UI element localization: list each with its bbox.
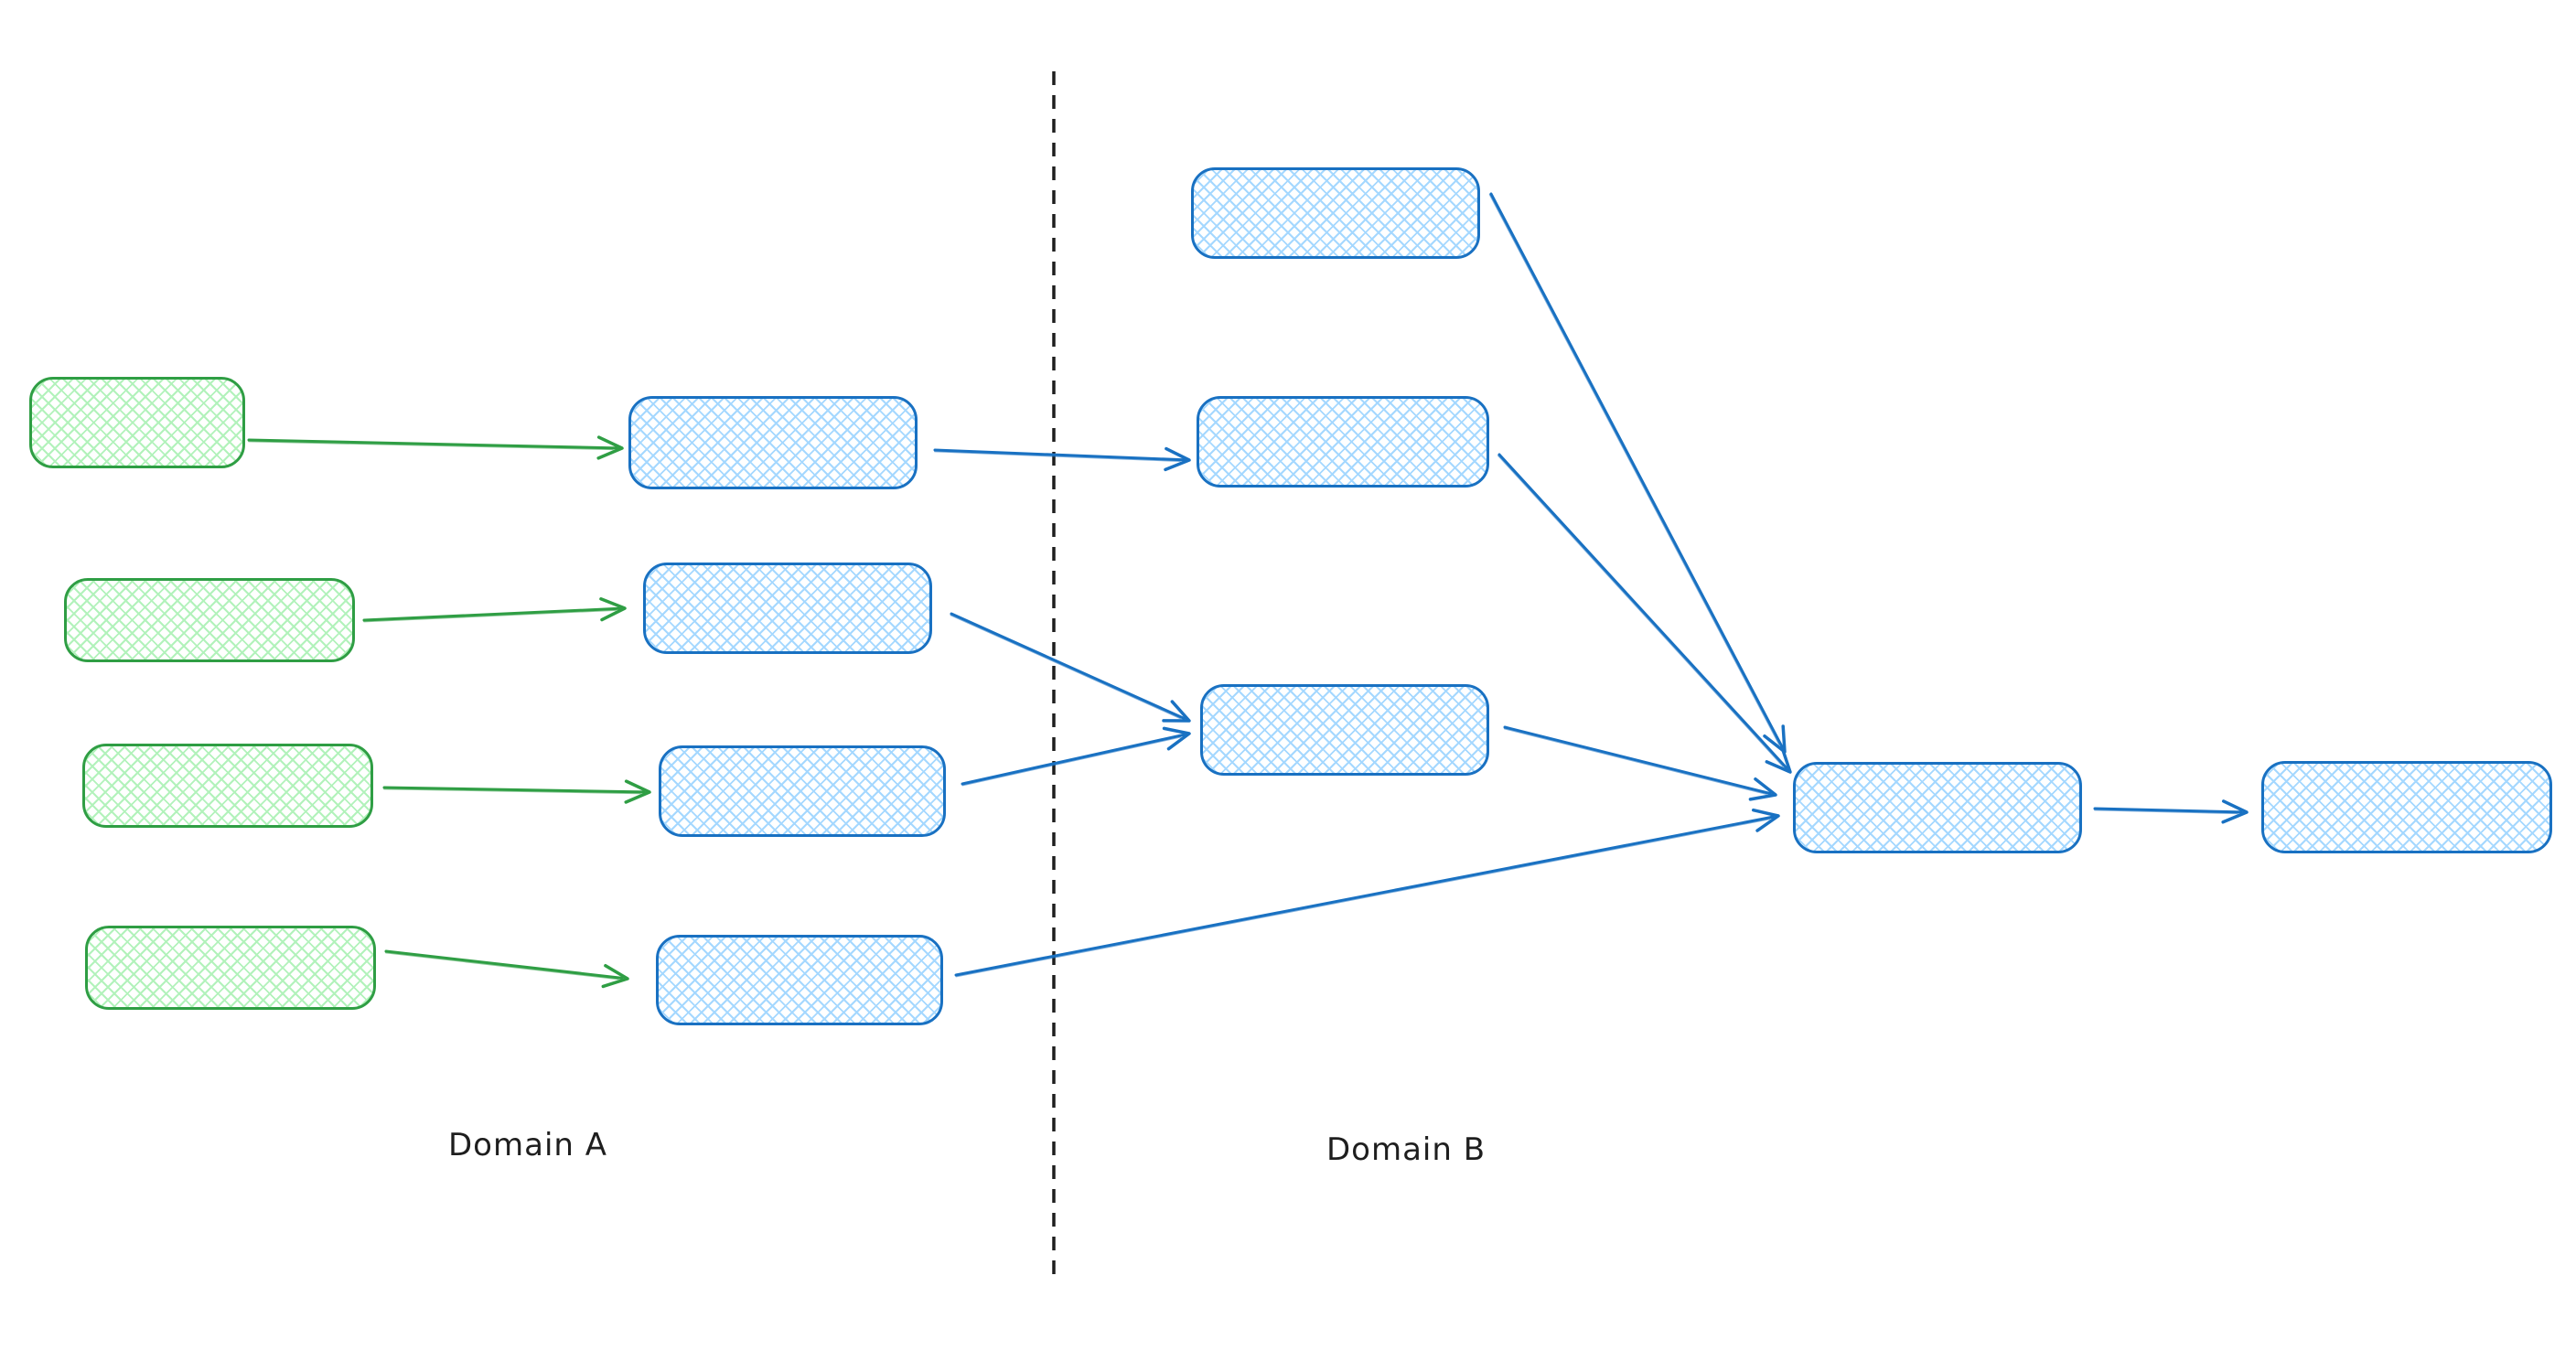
node-domain-a-green-2[interactable] xyxy=(64,578,355,662)
node-domain-a-blue-4[interactable] xyxy=(656,935,943,1025)
arrow-green-4-to-a-blue-4[interactable] xyxy=(384,949,629,989)
arrow-shaft-sketch xyxy=(385,951,619,981)
arrow-shaft xyxy=(1503,725,1772,796)
arrow-shaft-sketch xyxy=(2094,809,2238,815)
arrow-b-3-to-hub[interactable] xyxy=(1503,725,1777,801)
node-domain-a-blue-2[interactable] xyxy=(643,563,932,654)
arrow-shaft xyxy=(362,606,621,622)
arrowhead xyxy=(599,597,627,622)
arrow-shaft-sketch xyxy=(1497,455,1784,767)
arrow-shaft xyxy=(384,949,624,980)
arrow-shaft-sketch xyxy=(1488,193,1780,745)
arrowhead xyxy=(1751,808,1780,832)
arrowhead xyxy=(1765,745,1792,774)
node-domain-a-blue-3[interactable] xyxy=(659,745,946,837)
arrow-shaft xyxy=(1497,453,1788,770)
arrowhead xyxy=(2221,799,2249,824)
arrowhead xyxy=(1162,700,1191,723)
node-domain-a-green-3[interactable] xyxy=(82,744,373,828)
domain-b-label[interactable]: Domain B xyxy=(1326,1131,1487,1168)
arrow-green-2-to-a-blue-2[interactable] xyxy=(362,597,627,623)
arrow-shaft-sketch xyxy=(383,788,641,795)
arrowhead xyxy=(1748,777,1777,801)
arrow-shaft xyxy=(2093,807,2243,814)
arrow-shaft xyxy=(954,815,1775,977)
arrow-shaft xyxy=(933,448,1186,462)
node-domain-b-hub[interactable] xyxy=(1793,762,2082,853)
arrow-shaft-sketch xyxy=(950,614,1182,720)
arrowhead xyxy=(601,964,629,989)
arrow-shaft xyxy=(247,438,618,450)
arrowhead xyxy=(624,779,651,804)
arrow-shaft xyxy=(382,786,646,794)
arrowhead xyxy=(1164,446,1191,472)
arrowhead xyxy=(596,435,624,460)
node-domain-b-2[interactable] xyxy=(1197,396,1489,488)
node-domain-b-3[interactable] xyxy=(1200,684,1489,776)
arrow-a-blue-4-to-hub[interactable] xyxy=(954,808,1780,978)
arrowhead xyxy=(1162,726,1191,751)
arrow-shaft-sketch xyxy=(248,440,614,451)
arrow-shaft xyxy=(961,733,1186,786)
node-domain-a-blue-1[interactable] xyxy=(628,396,918,489)
arrow-shaft-sketch xyxy=(961,735,1182,787)
arrow-shaft-sketch xyxy=(934,450,1181,463)
arrow-shaft-sketch xyxy=(363,609,617,623)
node-domain-b-output[interactable] xyxy=(2261,761,2552,853)
domain-a-label[interactable]: Domain A xyxy=(448,1127,607,1163)
node-domain-a-green-1[interactable] xyxy=(29,377,245,468)
arrow-hub-to-output[interactable] xyxy=(2093,799,2249,824)
arrow-b-2-to-hub[interactable] xyxy=(1497,453,1792,774)
arrow-shaft xyxy=(1489,192,1784,749)
arrow-shaft-sketch xyxy=(1503,727,1767,795)
arrow-green-3-to-a-blue-3[interactable] xyxy=(382,779,651,804)
arrow-a-blue-3-to-b-3[interactable] xyxy=(961,726,1191,787)
arrow-b-1-to-hub[interactable] xyxy=(1488,192,1787,754)
arrow-a-blue-2-to-b-3[interactable] xyxy=(950,612,1191,723)
arrow-shaft-sketch xyxy=(955,818,1771,978)
arrow-a-blue-1-to-b-2[interactable] xyxy=(933,446,1191,472)
arrow-shaft xyxy=(950,612,1186,721)
node-domain-b-1[interactable] xyxy=(1191,167,1480,259)
node-domain-a-green-4[interactable] xyxy=(85,926,376,1010)
arrow-green-1-to-a-blue-1[interactable] xyxy=(247,435,624,460)
